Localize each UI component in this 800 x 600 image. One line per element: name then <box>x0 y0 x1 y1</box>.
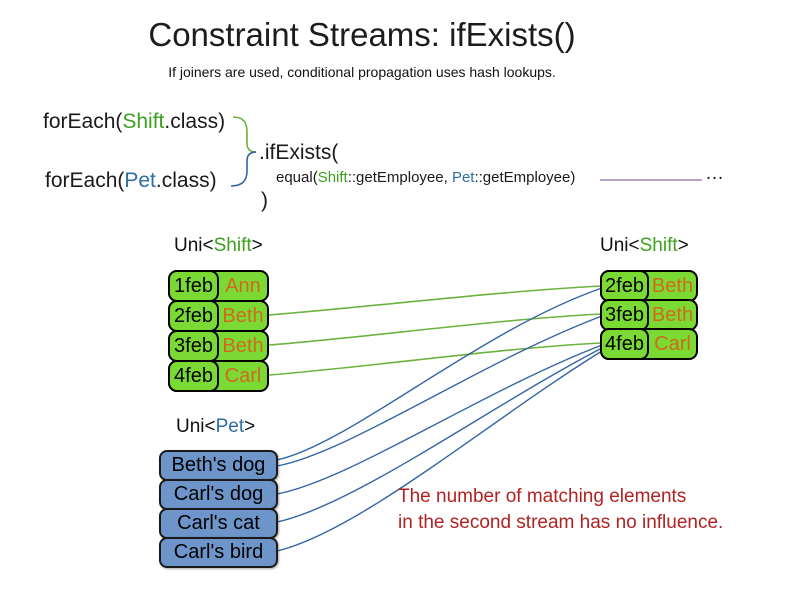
code-text: .class) <box>164 110 226 133</box>
label-text: > <box>251 235 263 256</box>
code-text: equal( <box>276 169 318 186</box>
page-title: Constraint Streams: ifExists() <box>148 16 576 53</box>
shift-match-line-3feb <box>268 313 603 346</box>
label-text: Uni< <box>600 235 640 256</box>
date-cell: 4feb <box>600 328 649 360</box>
shift-class-token: Shift <box>122 110 165 133</box>
shift-type-token: Shift <box>213 235 252 256</box>
pet-class-token: Pet <box>124 169 156 192</box>
table-row: Carl's dog <box>159 479 278 510</box>
brace-bottom-blue <box>230 151 257 187</box>
code-text: ::getEmployee, <box>347 169 452 186</box>
code-foreach-shift: forEach(Shift.class) <box>43 110 225 134</box>
pet-ref-token: Pet <box>451 169 475 186</box>
pet-table: Beth's dog Carl's dog Carl's cat Carl's … <box>159 450 278 568</box>
label-text: > <box>244 416 256 437</box>
pet-type-token: Pet <box>215 416 245 437</box>
shift-match-line-4feb <box>268 342 603 376</box>
note-line-1: The number of matching elements <box>398 486 687 507</box>
employee-cell: Beth <box>651 303 694 326</box>
shift-left-table: 1feb Ann 2feb Beth 3feb Beth 4feb Carl <box>168 270 269 392</box>
code-joiner: equal(Shift::getEmployee, Pet::getEmploy… <box>276 169 575 186</box>
table-row: 2feb Beth <box>600 270 698 302</box>
table-row: Beth's dog <box>159 450 278 481</box>
table-row: 4feb Carl <box>600 328 698 360</box>
code-ellipsis: … <box>705 163 724 184</box>
uni-pet-label: Uni<Pet> <box>176 416 255 438</box>
date-cell: 3feb <box>168 330 219 362</box>
pet-match-line-carlsdog-4feb <box>276 344 603 495</box>
date-cell: 4feb <box>168 360 219 392</box>
table-row: 3feb Beth <box>600 299 698 331</box>
table-row: 3feb Beth <box>168 330 269 362</box>
uni-shift-right-label: Uni<Shift> <box>600 235 689 257</box>
code-text: forEach( <box>43 110 123 133</box>
note-line-2: in the second stream has no influence. <box>398 512 724 533</box>
employee-cell: Carl <box>654 332 691 355</box>
label-text: Uni< <box>176 416 216 437</box>
employee-cell: Beth <box>222 304 264 327</box>
label-text: Uni< <box>174 235 214 256</box>
code-ifexists: .ifExists( <box>259 141 339 164</box>
employee-cell: Beth <box>651 274 694 297</box>
table-row: Carl's bird <box>159 537 278 568</box>
pet-match-line-carlscat-4feb <box>276 347 603 523</box>
date-cell: 1feb <box>168 270 219 302</box>
employee-cell: Ann <box>225 274 261 297</box>
code-foreach-pet: forEach(Pet.class) <box>45 169 217 193</box>
code-text: forEach( <box>45 169 125 192</box>
code-text: .class) <box>155 169 217 192</box>
employee-cell: Carl <box>224 364 262 387</box>
pet-match-line-carlsbird-4feb <box>276 350 603 552</box>
shift-ref-token: Shift <box>317 169 348 186</box>
table-row: Carl's cat <box>159 508 278 539</box>
shift-type-token: Shift <box>639 235 678 256</box>
table-row: 1feb Ann <box>168 270 269 302</box>
label-text: > <box>677 235 689 256</box>
note-text: The number of matching elements in the s… <box>398 484 723 536</box>
table-row: 2feb Beth <box>168 300 269 332</box>
shift-right-table: 2feb Beth 3feb Beth 4feb Carl <box>600 270 698 362</box>
uni-shift-left-label: Uni<Shift> <box>174 235 263 257</box>
pet-match-line-bethsdog-2feb <box>276 287 603 461</box>
pet-match-line-bethsdog-3feb <box>276 315 603 467</box>
date-cell: 2feb <box>600 270 649 302</box>
date-cell: 3feb <box>600 299 649 331</box>
table-row: 4feb Carl <box>168 360 269 392</box>
date-cell: 2feb <box>168 300 219 332</box>
shift-match-line-2feb <box>268 285 603 316</box>
code-close-paren: ) <box>261 189 268 212</box>
employee-cell: Beth <box>222 334 264 357</box>
code-text: ::getEmployee) <box>474 169 576 186</box>
brace-top-green <box>232 116 257 153</box>
page-subtitle: If joiners are used, conditional propaga… <box>168 64 556 80</box>
